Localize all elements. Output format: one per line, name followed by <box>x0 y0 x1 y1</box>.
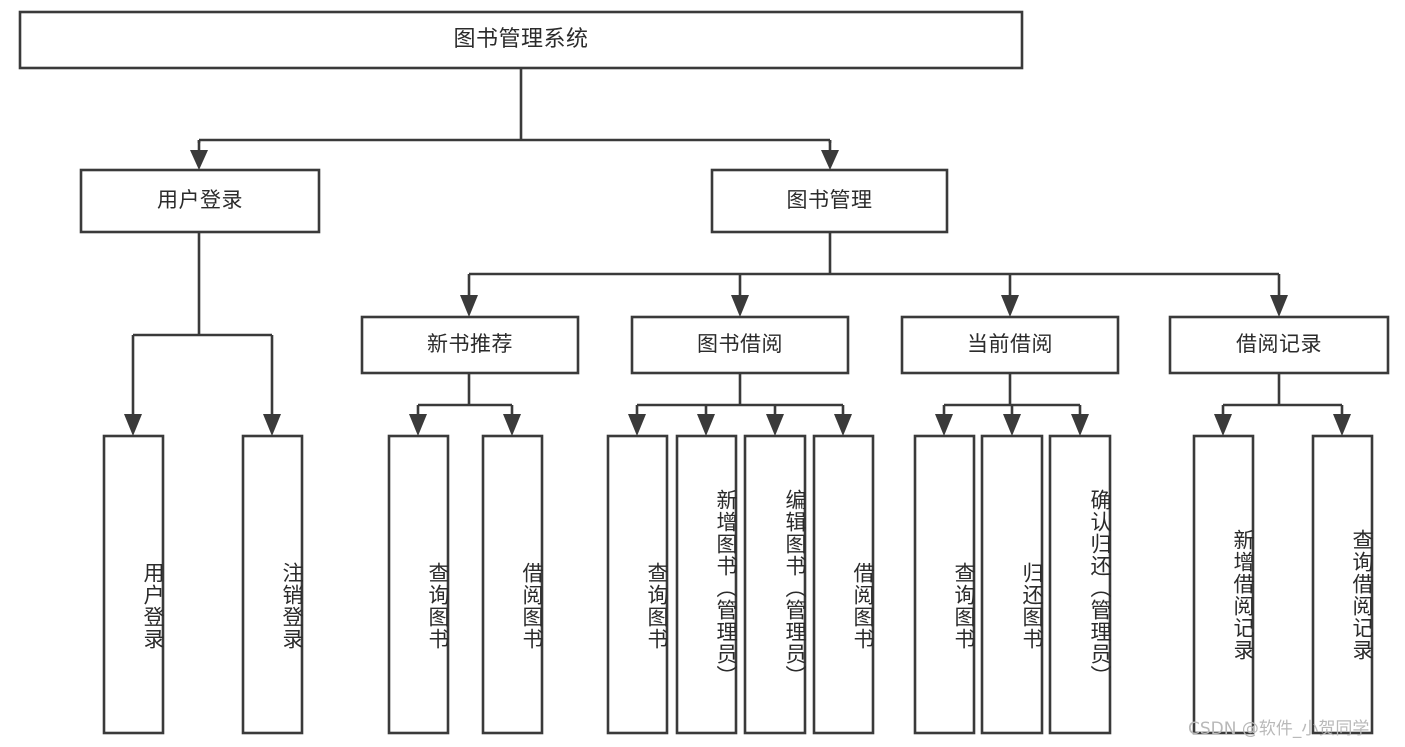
arrow-head-leaf-borrow-book-2 <box>834 414 852 436</box>
arrow-head-user-login <box>190 150 208 170</box>
leaf-label-query-borrow-record: 查询借阅记录 <box>1350 528 1374 661</box>
leaf-label-return-book: 归还图书 <box>1020 561 1044 650</box>
arrow-head-leaf-add-record <box>1214 414 1232 436</box>
node-box-root[interactable] <box>18 10 1024 70</box>
leaf-box-confirm-return-admin[interactable] <box>1048 434 1112 735</box>
arrow-head-leaf-query-book-1 <box>409 414 427 436</box>
leaf-box-query-book-1[interactable] <box>387 434 450 735</box>
arrow-head-leaf-query-record <box>1333 414 1351 436</box>
leaf-label-borrow-book-2: 借阅图书 <box>851 561 875 650</box>
arrow-head-book-borrow <box>731 295 749 317</box>
arrow-head-leaf-add-book <box>697 414 715 436</box>
leaf-box-edit-book-admin[interactable] <box>743 434 807 735</box>
arrow-head-leaf-borrow-book-1 <box>503 414 521 436</box>
node-box-book-management[interactable] <box>710 168 949 234</box>
leaf-label-confirm-return-admin: 确认归还（管理员） <box>1088 488 1112 687</box>
leaf-box-query-borrow-record[interactable] <box>1311 434 1374 735</box>
arrow-head-book-mgmt <box>821 150 839 170</box>
leaf-label-add-borrow-record: 新增借阅记录 <box>1231 528 1255 661</box>
leaf-box-borrow-book-1[interactable] <box>481 434 544 735</box>
arrow-head-new-book-rec <box>460 295 478 317</box>
leaf-box-logout[interactable] <box>241 434 304 735</box>
node-label-root: 图书管理系统 <box>453 26 589 52</box>
node-box-new-book-recommend[interactable] <box>360 315 580 375</box>
leaf-box-borrow-book-2[interactable] <box>812 434 875 735</box>
leaf-label-user-login: 用户登录 <box>141 561 165 650</box>
leaf-label-edit-book-admin: 编辑图书（管理员） <box>783 488 807 687</box>
node-label-new-book-recommend: 新书推荐 <box>427 332 513 357</box>
arrow-head-borrow-record <box>1270 295 1288 317</box>
node-box-book-borrow[interactable] <box>630 315 850 375</box>
arrow-head-leaf-return-book <box>1003 414 1021 436</box>
leaf-box-add-borrow-record[interactable] <box>1192 434 1255 735</box>
arrow-head-leaf-query-book-2 <box>628 414 646 436</box>
leaf-label-add-book-admin: 新增图书（管理员） <box>714 488 738 687</box>
node-label-book-management: 图书管理 <box>786 188 873 213</box>
leaf-box-query-book-3[interactable] <box>913 434 976 735</box>
leaf-box-return-book[interactable] <box>980 434 1044 735</box>
arrow-head-leaf-logout <box>263 414 281 436</box>
node-box-current-borrow[interactable] <box>900 315 1120 375</box>
arrow-head-leaf-user-login <box>124 414 142 436</box>
node-box-borrow-record[interactable] <box>1168 315 1390 375</box>
arrow-head-leaf-confirm-return <box>1071 414 1089 436</box>
arrow-head-leaf-edit-book <box>766 414 784 436</box>
leaf-label-query-book-3: 查询图书 <box>952 561 976 650</box>
arrow-head-leaf-query-book-3 <box>935 414 953 436</box>
node-label-user-login: 用户登录 <box>157 188 243 213</box>
node-label-borrow-record: 借阅记录 <box>1236 332 1322 357</box>
node-label-current-borrow: 当前借阅 <box>967 332 1053 357</box>
node-label-book-borrow: 图书借阅 <box>697 332 783 357</box>
leaf-box-query-book-2[interactable] <box>606 434 669 735</box>
leaf-label-query-book-2: 查询图书 <box>645 561 669 650</box>
leaf-label-query-book-1: 查询图书 <box>426 561 450 650</box>
leaf-label-borrow-book-1: 借阅图书 <box>520 561 544 650</box>
leaf-box-user-login[interactable] <box>102 434 165 735</box>
leaf-label-logout: 注销登录 <box>280 561 304 650</box>
leaf-box-add-book-admin[interactable] <box>675 434 738 735</box>
arrow-head-current-borrow <box>1001 295 1019 317</box>
